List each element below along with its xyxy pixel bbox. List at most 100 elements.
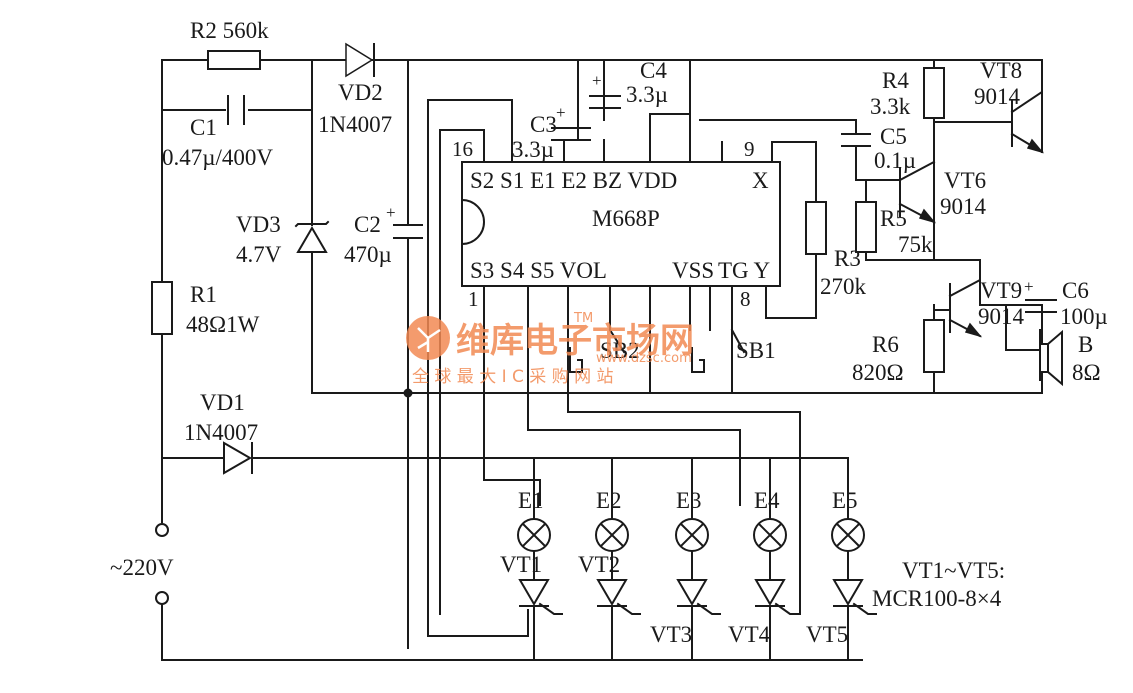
lamp-5 [831,518,865,552]
vt9-value: 9014 [978,304,1025,329]
c6-capacitor [1025,299,1057,313]
scr-note-1: VT1~VT5: [902,558,1005,583]
vd2-label: VD2 [338,80,383,105]
scr-label-1: VT1 [500,552,542,577]
vd2-diode [345,42,375,78]
mains-terminal-top [155,523,169,537]
r6-label: R6 [872,332,899,357]
c6-label: C6 [1062,278,1089,303]
speaker-icon [1039,329,1063,387]
scr-label-5: VT5 [806,622,848,647]
vt8-value: 9014 [974,84,1021,109]
lamp-label-2: E2 [596,488,622,513]
ic-pin-x: X [752,168,769,193]
c4-plus: + [592,71,602,90]
r5-label: R5 [880,206,907,231]
mains-terminal-bottom [155,591,169,605]
c4-value: 3.3µ [626,82,668,107]
scr-note-2: MCR100-8×4 [872,586,1002,611]
c5-label: C5 [880,124,907,149]
r4-resistor [923,67,945,119]
svg-text:全 球 最 大 I C 采 购 网 站: 全 球 最 大 I C 采 购 网 站 [412,367,614,387]
vt6-transistor [898,160,937,224]
c6-value: 100µ [1060,304,1108,329]
lamp-1 [517,518,551,552]
vd1-label: VD1 [200,390,245,415]
r4-label: R4 [882,68,909,93]
scr-label-4: VT4 [728,622,771,647]
c5-capacitor [841,133,871,147]
sb2-label: SB2 [600,338,640,363]
watermark: 维库电子市场网 TM 全 球 最 大 I C 采 购 网 站 www.dzsc.… [406,311,694,387]
vt9-label: VT9 [980,278,1022,303]
c3-label: C3 [530,112,557,137]
vt8-transistor [933,59,1045,154]
scr-1 [518,579,563,615]
c5-value: 0.1µ [874,148,916,173]
sb1-label: SB1 [736,338,776,363]
ic-pin1: 1 [468,287,479,311]
c2-plus: + [386,203,396,222]
lamp-3 [675,518,709,552]
r1-label: R1 [190,282,217,307]
ic-pin8: 8 [740,287,751,311]
r1-value: 48Ω1W [186,312,260,337]
c3-plus: + [556,103,566,122]
r3-resistor [805,201,827,255]
scr-2 [596,579,641,615]
ic-top-pins: S2 S1 E1 E2 BZ VDD [470,168,677,193]
c3-capacitor [551,127,591,141]
ic-pin16: 16 [452,137,473,161]
c1-value: 0.47µ/400V [162,145,273,170]
scr-label-2: VT2 [578,552,620,577]
sb2-switch[interactable] [569,328,626,373]
r6-resistor [923,319,945,373]
r6-value: 820Ω [852,360,904,385]
ic-pin9: 9 [744,137,755,161]
c2-label: C2 [354,212,381,237]
r5-value: 75k [898,232,933,257]
scr-3 [676,579,721,615]
sb1-switch[interactable] [691,328,746,373]
lamp-2 [595,518,629,552]
dzsc-logo-icon [406,316,450,360]
scr-label-3: VT3 [650,622,692,647]
c1-label: C1 [190,115,217,140]
m668p-ic [461,161,781,287]
vd1-value: 1N4007 [184,420,258,445]
speaker-label: B [1078,332,1093,357]
lamp-label-3: E3 [676,488,702,513]
lamp-label-1: E1 [518,488,544,513]
r1-resistor [151,281,173,335]
lamp-4 [753,518,787,552]
r2-label: R2 560k [190,18,269,43]
svg-text:维库电子市场网: 维库电子市场网 [456,321,694,361]
svg-text:TM: TM [573,311,593,326]
c4-label: C4 [640,58,667,83]
svg-text:www.dzsc.com: www.dzsc.com [596,351,692,366]
ic-pin-vss: VSS [672,258,714,283]
vd3-label: VD3 [236,212,281,237]
ic-bottom-wires [483,285,801,615]
vd3-zener [294,220,330,253]
lamp-label-5: E5 [832,488,858,513]
ic-name: M668P [592,206,660,231]
vt9-transistor [933,259,983,338]
vt8-label: VT8 [980,58,1022,83]
r2-resistor [207,50,261,70]
vt6-label: VT6 [944,168,986,193]
ic-pin-tg-y: TG Y [718,258,771,283]
r4-value: 3.3k [870,94,911,119]
vd1-diode [223,441,253,475]
r3-value: 270k [820,274,867,299]
r5-resistor [855,201,877,253]
vd2-value: 1N4007 [318,112,392,137]
supply-wires [161,59,1043,661]
mains-label: ~220V [110,555,174,580]
ic-top-wires [427,59,817,637]
scr-5 [832,579,877,615]
c1-capacitor [226,95,248,125]
lamp-label-4: E4 [754,488,780,513]
